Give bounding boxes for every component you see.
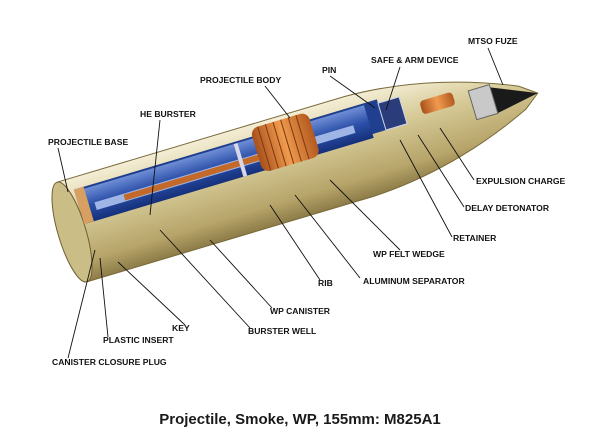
label-wp-felt-wedge: WP FELT WEDGE — [373, 249, 445, 259]
label-safe-arm-device: SAFE & ARM DEVICE — [371, 55, 459, 65]
label-canister-closure-plug: CANISTER CLOSURE PLUG — [52, 357, 167, 367]
leader-lines — [57, 47, 504, 359]
fuze-collar — [467, 84, 499, 121]
label-delay-detonator: DELAY DETONATOR — [465, 203, 550, 213]
canister-closure-plug — [73, 186, 94, 225]
label-key: KEY — [172, 323, 190, 333]
safe-arm-device — [377, 96, 408, 131]
label-he-burster: HE BURSTER — [140, 109, 197, 119]
label-projectile-base: PROJECTILE BASE — [48, 137, 128, 147]
label-pin: PIN — [322, 65, 336, 75]
label-expulsion-charge: EXPULSION CHARGE — [476, 176, 566, 186]
mtso-fuze — [487, 87, 538, 114]
projectile — [51, 81, 539, 283]
label-plastic-insert: PLASTIC INSERT — [103, 335, 174, 345]
label-projectile-body: PROJECTILE BODY — [200, 75, 281, 85]
label-burster-well: BURSTER WELL — [248, 326, 316, 336]
label-mtso-fuze: MTSO FUZE — [468, 36, 518, 46]
label-retainer: RETAINER — [453, 233, 497, 243]
label-rib: RIB — [318, 278, 333, 288]
wp-felt-wedge — [251, 113, 319, 171]
label-aluminum-separator: ALUMINUM SEPARATOR — [363, 276, 465, 286]
label-wp-canister: WP CANISTER — [270, 306, 331, 316]
caption: Projectile, Smoke, WP, 155mm: M825A1 — [159, 411, 441, 428]
rib — [233, 143, 248, 177]
expulsion-charge — [420, 92, 455, 114]
